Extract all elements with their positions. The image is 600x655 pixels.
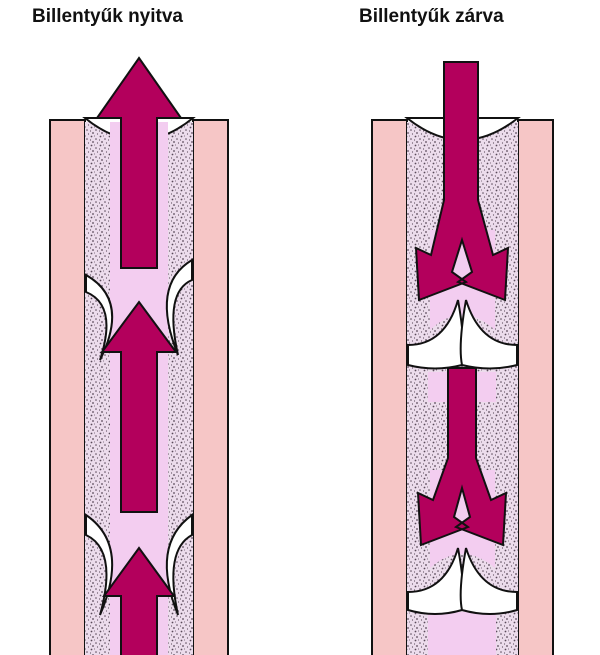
arrow-up-icon xyxy=(102,546,176,655)
valve-cusp-open-right-2 xyxy=(165,513,193,616)
blood-column xyxy=(428,612,496,655)
valve-cusp-open-right-1 xyxy=(165,258,193,356)
vessel-wall-left xyxy=(371,119,408,655)
title-valves-open: Billentyűk nyitva xyxy=(32,6,183,27)
vessel-wall-right xyxy=(517,119,554,655)
vessel-wall-right xyxy=(192,119,229,655)
vessel-open xyxy=(49,56,229,655)
arrow-up-icon xyxy=(95,56,183,269)
title-valves-closed: Billentyűk zárva xyxy=(359,6,504,27)
vessel-wall-left xyxy=(49,119,86,655)
vessel-closed xyxy=(371,61,554,655)
valve-cusp-open-left-2 xyxy=(85,513,114,616)
arrow-split-down-icon xyxy=(414,61,510,302)
arrow-split-down-icon xyxy=(416,367,508,547)
valve-cusp-closed-right-1 xyxy=(459,299,518,370)
arrow-up-icon xyxy=(100,300,178,513)
valve-cusp-open-left-1 xyxy=(85,273,114,361)
valve-cusp-closed-right-2 xyxy=(459,547,518,615)
